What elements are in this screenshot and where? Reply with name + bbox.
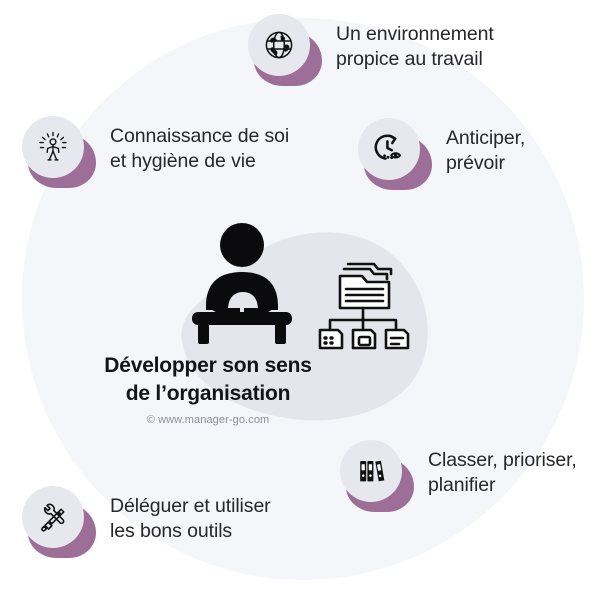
credit-text: © www.manager-go.com (146, 414, 270, 426)
node-badge (340, 440, 414, 514)
node-label: Connaissance de soi et hygiène de vie (110, 125, 290, 172)
node-badge (22, 486, 96, 560)
node-label: Classer, prioriser, planifier (428, 449, 577, 496)
person-wellbeing-icon (22, 116, 84, 178)
folder-hierarchy-icon (312, 256, 412, 350)
wrench-screwdriver-icon (22, 486, 84, 548)
clock-eye-icon (358, 118, 420, 180)
node-badge (248, 14, 322, 88)
binders-icon (340, 440, 402, 502)
node-label: Anticiper, prévoir (446, 127, 526, 174)
page-title: Développer son sens de l’organisation (104, 354, 312, 405)
node-badge (22, 116, 96, 190)
node-anticiper[interactable]: Anticiper, prévoir (358, 118, 525, 192)
node-badge (358, 118, 432, 192)
globe-icon (248, 14, 310, 76)
node-deleguer[interactable]: Déléguer et utiliser les bons outils (22, 486, 271, 560)
node-label: Déléguer et utiliser les bons outils (110, 495, 271, 542)
person-at-desk-icon (186, 222, 298, 344)
node-environnement[interactable]: Un environnement propice au travail (248, 14, 494, 88)
node-connaissance[interactable]: Connaissance de soi et hygiène de vie (22, 116, 289, 190)
node-classer[interactable]: Classer, prioriser, planifier (340, 440, 577, 514)
node-label: Un environnement propice au travail (336, 23, 494, 70)
